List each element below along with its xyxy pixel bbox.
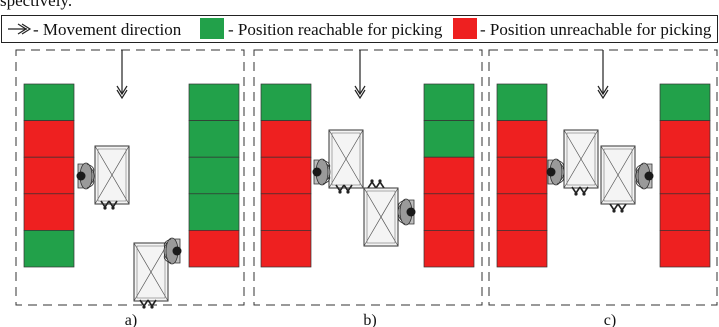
rack-slot-reachable: [188, 193, 240, 231]
rack-slot-unreachable: [496, 156, 548, 195]
panel-b-right-rack: [423, 83, 475, 268]
rack-slot-unreachable: [659, 156, 711, 195]
rack-slot-unreachable: [423, 156, 475, 195]
legend-frame: [1, 15, 718, 43]
rack-slot-unreachable: [659, 230, 711, 268]
panel-a-label: a): [125, 312, 137, 327]
rack-slot-unreachable: [496, 120, 548, 158]
panel-b-label: b): [363, 312, 376, 327]
rack-slot-unreachable: [260, 230, 312, 268]
cart-icon: [363, 187, 399, 247]
picker-icon: [546, 158, 565, 186]
picker-icon: [76, 162, 95, 190]
rack-slot-unreachable: [496, 230, 548, 268]
rack-slot-unreachable: [23, 193, 75, 231]
rack-slot-unreachable: [23, 156, 75, 195]
rack-slot-reachable: [496, 83, 548, 121]
cart-icon: [133, 242, 169, 302]
rack-slot-unreachable: [260, 193, 312, 231]
panel-a-right-rack: [188, 83, 240, 268]
rack-slot-unreachable: [496, 193, 548, 231]
panel-a-left-rack: [23, 83, 75, 268]
reachable-swatch-icon: [200, 18, 224, 39]
legend: - Movement direction - Position reachabl…: [1, 15, 718, 43]
picker-icon: [635, 162, 654, 190]
rack-slot-reachable: [23, 83, 75, 121]
cart-icon: [328, 129, 364, 189]
movement-arrow-icon: [597, 49, 609, 99]
rack-slot-reachable: [423, 83, 475, 121]
panel-b: b): [253, 49, 483, 327]
legend-direction-text: - Movement direction: [33, 20, 182, 39]
picker-icon: [397, 198, 416, 226]
wheels-icon: [609, 203, 627, 214]
panel-b-left-rack: [260, 83, 312, 268]
rack-slot-reachable: [659, 83, 711, 121]
panel-a-frame: [15, 49, 245, 306]
legend-reachable-text: - Position reachable for picking: [228, 20, 443, 39]
panel-c-left-rack: [496, 83, 548, 268]
rack-slot-unreachable: [423, 230, 475, 268]
rack-slot-reachable: [260, 83, 312, 121]
cart-icon: [563, 129, 599, 189]
unreachable-swatch-icon: [453, 18, 477, 39]
legend-unreachable-text: - Position unreachable for picking: [480, 20, 712, 39]
rack-slot-unreachable: [23, 120, 75, 158]
panel-c-label: c): [604, 312, 616, 327]
rack-slot-unreachable: [260, 120, 312, 158]
rack-slot-unreachable: [188, 230, 240, 268]
movement-arrow-icon: [354, 49, 366, 99]
rack-slot-reachable: [188, 120, 240, 158]
movement-arrow-icon: [116, 49, 128, 99]
clipped-top-text: spectively.: [0, 0, 73, 10]
panel-c-right-rack: [659, 83, 711, 268]
rack-slot-unreachable: [659, 120, 711, 158]
rack-slot-reachable: [188, 83, 240, 121]
cart-icon: [600, 145, 636, 205]
panel-c: c): [488, 49, 718, 327]
cart-icon: [94, 145, 130, 205]
arrow-icon: [8, 23, 32, 35]
rack-slot-reachable: [188, 156, 240, 195]
rack-slot-unreachable: [423, 193, 475, 231]
rack-slot-reachable: [423, 120, 475, 158]
picker-icon: [312, 158, 331, 186]
panel-b-frame: [253, 49, 483, 306]
panel-a: a): [15, 49, 245, 327]
wheels-icon: [367, 178, 385, 189]
rack-slot-unreachable: [659, 193, 711, 231]
rack-slot-unreachable: [260, 156, 312, 195]
rack-slot-reachable: [23, 230, 75, 268]
